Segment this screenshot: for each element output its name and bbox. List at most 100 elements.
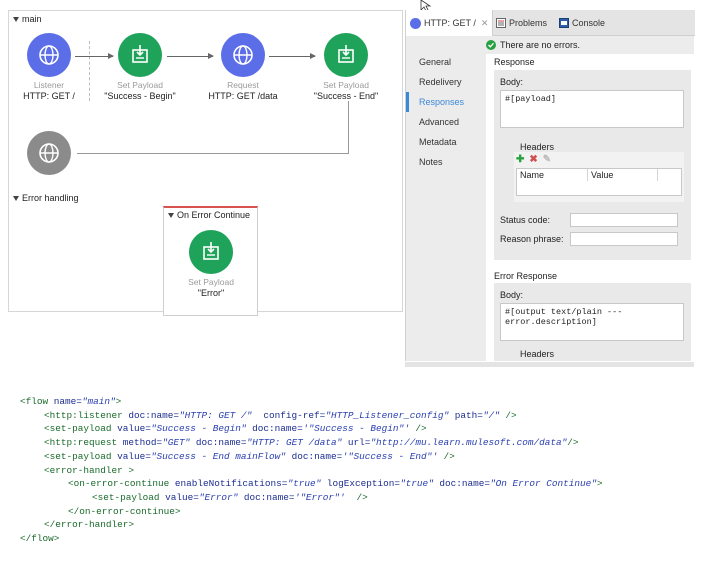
error-body-field[interactable]: #[output text/plain --- error.descriptio… [500, 303, 684, 341]
code-token: doc:name= [285, 450, 343, 462]
http-request-node[interactable]: Request HTTP: GET /data [193, 33, 293, 102]
xml-code-view: <flow name="main"><http:listener doc:nam… [0, 385, 704, 569]
code-token: > [596, 478, 603, 490]
status-code-label: Status code: [500, 215, 551, 225]
response-body-field[interactable]: #[payload] [500, 90, 684, 128]
code-token: > [115, 396, 122, 407]
tab-http-get[interactable]: HTTP: GET / ✕ [406, 10, 494, 36]
code-token: "GET" [162, 437, 191, 449]
nav-notes[interactable]: Notes [419, 157, 443, 167]
edit-icon[interactable]: ✎ [542, 154, 552, 165]
node-type-label: Listener [33, 80, 65, 90]
tab-console[interactable]: Console [559, 10, 605, 36]
panel-footer [405, 362, 694, 367]
add-icon[interactable]: ✚ [516, 154, 525, 165]
code-token: <flow [20, 396, 54, 407]
code-line: <flow name="main"> [20, 395, 121, 409]
nav-general[interactable]: General [419, 57, 452, 67]
collapse-triangle-icon[interactable] [13, 195, 19, 201]
code-line: </error-handler> [44, 518, 134, 532]
error-response-section-label: Error Response [494, 271, 558, 281]
check-icon [486, 40, 496, 50]
status-line: There are no errors. [486, 40, 580, 50]
node-type-label: Set Payload [188, 277, 234, 287]
nav-redelivery[interactable]: Redelivery [419, 77, 462, 87]
code-token: <http:listener [44, 409, 129, 421]
code-token: "/" [482, 409, 500, 421]
collapse-triangle-icon[interactable] [13, 16, 19, 22]
on-error-continue-scope[interactable]: On Error Continue Set Payload "Error" [163, 206, 258, 316]
response-headers-label: Headers [520, 142, 555, 152]
listener-response-node[interactable] [0, 131, 99, 175]
nav-responses[interactable]: Responses [406, 92, 481, 112]
code-token: name= [53, 396, 82, 407]
code-token: value= [117, 450, 151, 462]
code-token: <set-payload [44, 423, 118, 435]
code-token: "HTTP: GET /" [179, 409, 253, 421]
node-name-label: "Success - End" [313, 91, 379, 101]
listener-node[interactable]: Listener HTTP: GET / [0, 33, 99, 102]
properties-panel: HTTP: GET / ✕ Problems Console There are… [405, 10, 695, 361]
code-token: "HTTP_Listener_config" [325, 409, 450, 421]
code-token: /> [409, 423, 427, 435]
code-token: doc:name= [433, 478, 490, 490]
node-name-label: "Error" [197, 288, 225, 298]
collapse-triangle-icon[interactable] [168, 212, 174, 218]
globe-icon [27, 33, 71, 77]
on-error-continue-label: On Error Continue [177, 210, 251, 220]
on-error-continue-header[interactable]: On Error Continue [168, 210, 250, 220]
code-token: /> [437, 450, 455, 462]
code-line: <error-handler > [44, 464, 134, 478]
code-token: '"Success - End"' [342, 450, 438, 462]
flow-arrow [167, 53, 214, 59]
code-line: </flow> [20, 532, 59, 546]
set-payload-begin-node[interactable]: Set Payload "Success - Begin" [90, 33, 190, 102]
tab-problems[interactable]: Problems [496, 10, 547, 36]
code-line: </on-error-continue> [68, 505, 181, 519]
code-token: doc:name= [246, 423, 303, 435]
code-token: "true" [287, 478, 322, 490]
code-token: method= [122, 437, 163, 449]
code-token: path= [449, 409, 483, 421]
code-token: "Error" [198, 491, 239, 503]
error-handling-header[interactable]: Error handling [13, 193, 79, 203]
code-token: value= [165, 491, 199, 503]
set-payload-end-node[interactable]: Set Payload "Success - End" [296, 33, 396, 102]
response-body-label: Body: [500, 77, 524, 87]
column-value: Value [588, 169, 658, 181]
status-code-input[interactable] [570, 213, 678, 227]
reason-phrase-input[interactable] [570, 232, 678, 246]
flow-arrow [269, 53, 316, 59]
code-token: logException= [321, 478, 400, 490]
headers-table[interactable]: Name Value [516, 168, 682, 196]
set-payload-error-node[interactable]: Set Payload "Error" [161, 230, 261, 299]
close-tab-icon[interactable]: ✕ [480, 17, 489, 28]
delete-icon[interactable]: ✖ [529, 154, 538, 165]
response-group: Body: #[payload] Headers ✚ ✖ ✎ Name Valu… [494, 70, 691, 260]
code-token: "Success - Begin" [150, 423, 247, 435]
code-token: doc:name= [190, 437, 247, 449]
code-token: "main" [81, 396, 116, 407]
return-path-line [348, 101, 349, 153]
code-token: "Success - End mainFlow" [150, 450, 286, 462]
code-token: "http://mu.learn.mulesoft.com/data" [370, 437, 568, 449]
column-name: Name [517, 169, 588, 181]
set-payload-icon [118, 33, 162, 77]
tab-bar: HTTP: GET / ✕ Problems Console [406, 10, 695, 36]
code-token: config-ref= [252, 409, 326, 421]
headers-group: ✚ ✖ ✎ Name Value [514, 152, 684, 202]
code-token: <on-error-continue [68, 478, 175, 490]
nav-metadata[interactable]: Metadata [419, 137, 457, 147]
properties-nav: General Redelivery Responses Advanced Me… [406, 40, 481, 172]
nav-advanced[interactable]: Advanced [419, 117, 460, 127]
code-line: <on-error-continue enableNotifications="… [68, 477, 603, 491]
code-line: <set-payload value="Success - End mainFl… [44, 450, 455, 464]
globe-icon [221, 33, 265, 77]
main-flow-header[interactable]: main [13, 14, 42, 24]
response-section-label: Response [494, 57, 535, 67]
code-token: "On Error Continue" [490, 478, 597, 490]
code-token: url= [342, 437, 371, 449]
flow-canvas[interactable]: main Listener HTTP: GET / Set Payload "S… [8, 10, 403, 316]
error-handling-label: Error handling [22, 193, 79, 203]
code-token: value= [117, 423, 151, 435]
